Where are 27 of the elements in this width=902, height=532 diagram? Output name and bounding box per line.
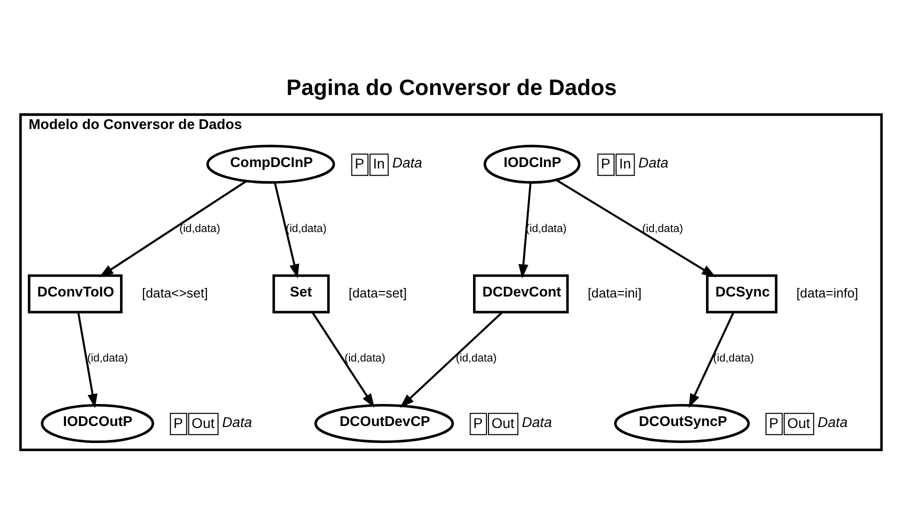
node-label: Data [818,414,848,431]
node-label: Out [192,416,215,432]
node-label: Data [222,414,252,431]
edge-label: (id,data) [286,222,327,235]
node-label: Data [522,414,552,431]
node-label: P [600,156,610,172]
node-label: P [354,156,364,172]
edge-label: (id,data) [713,352,754,365]
node-label: Data [392,155,422,172]
edge-label: (id,data) [179,222,220,235]
node-label: [data=set] [348,285,407,300]
edge-label: (id,data) [87,352,128,365]
edge-label: (id,data) [344,352,386,365]
node-label: P [173,416,183,432]
node-label: Data [638,155,668,172]
node-label: In [373,156,385,172]
node-label: In [619,156,631,172]
node-label: [data=ini] [588,285,642,300]
edge-label: (id,data) [642,222,684,235]
node-label: Out [492,416,514,432]
node-label: P [473,416,483,432]
diagram-title: Pagina do Conversor de Dados [286,74,617,100]
edge-label: (id,data) [456,352,497,365]
node-label: [data<>set] [142,285,208,300]
node-label: P [769,416,779,432]
node-label: Out [787,416,810,432]
node-label: [data=info] [796,285,858,300]
